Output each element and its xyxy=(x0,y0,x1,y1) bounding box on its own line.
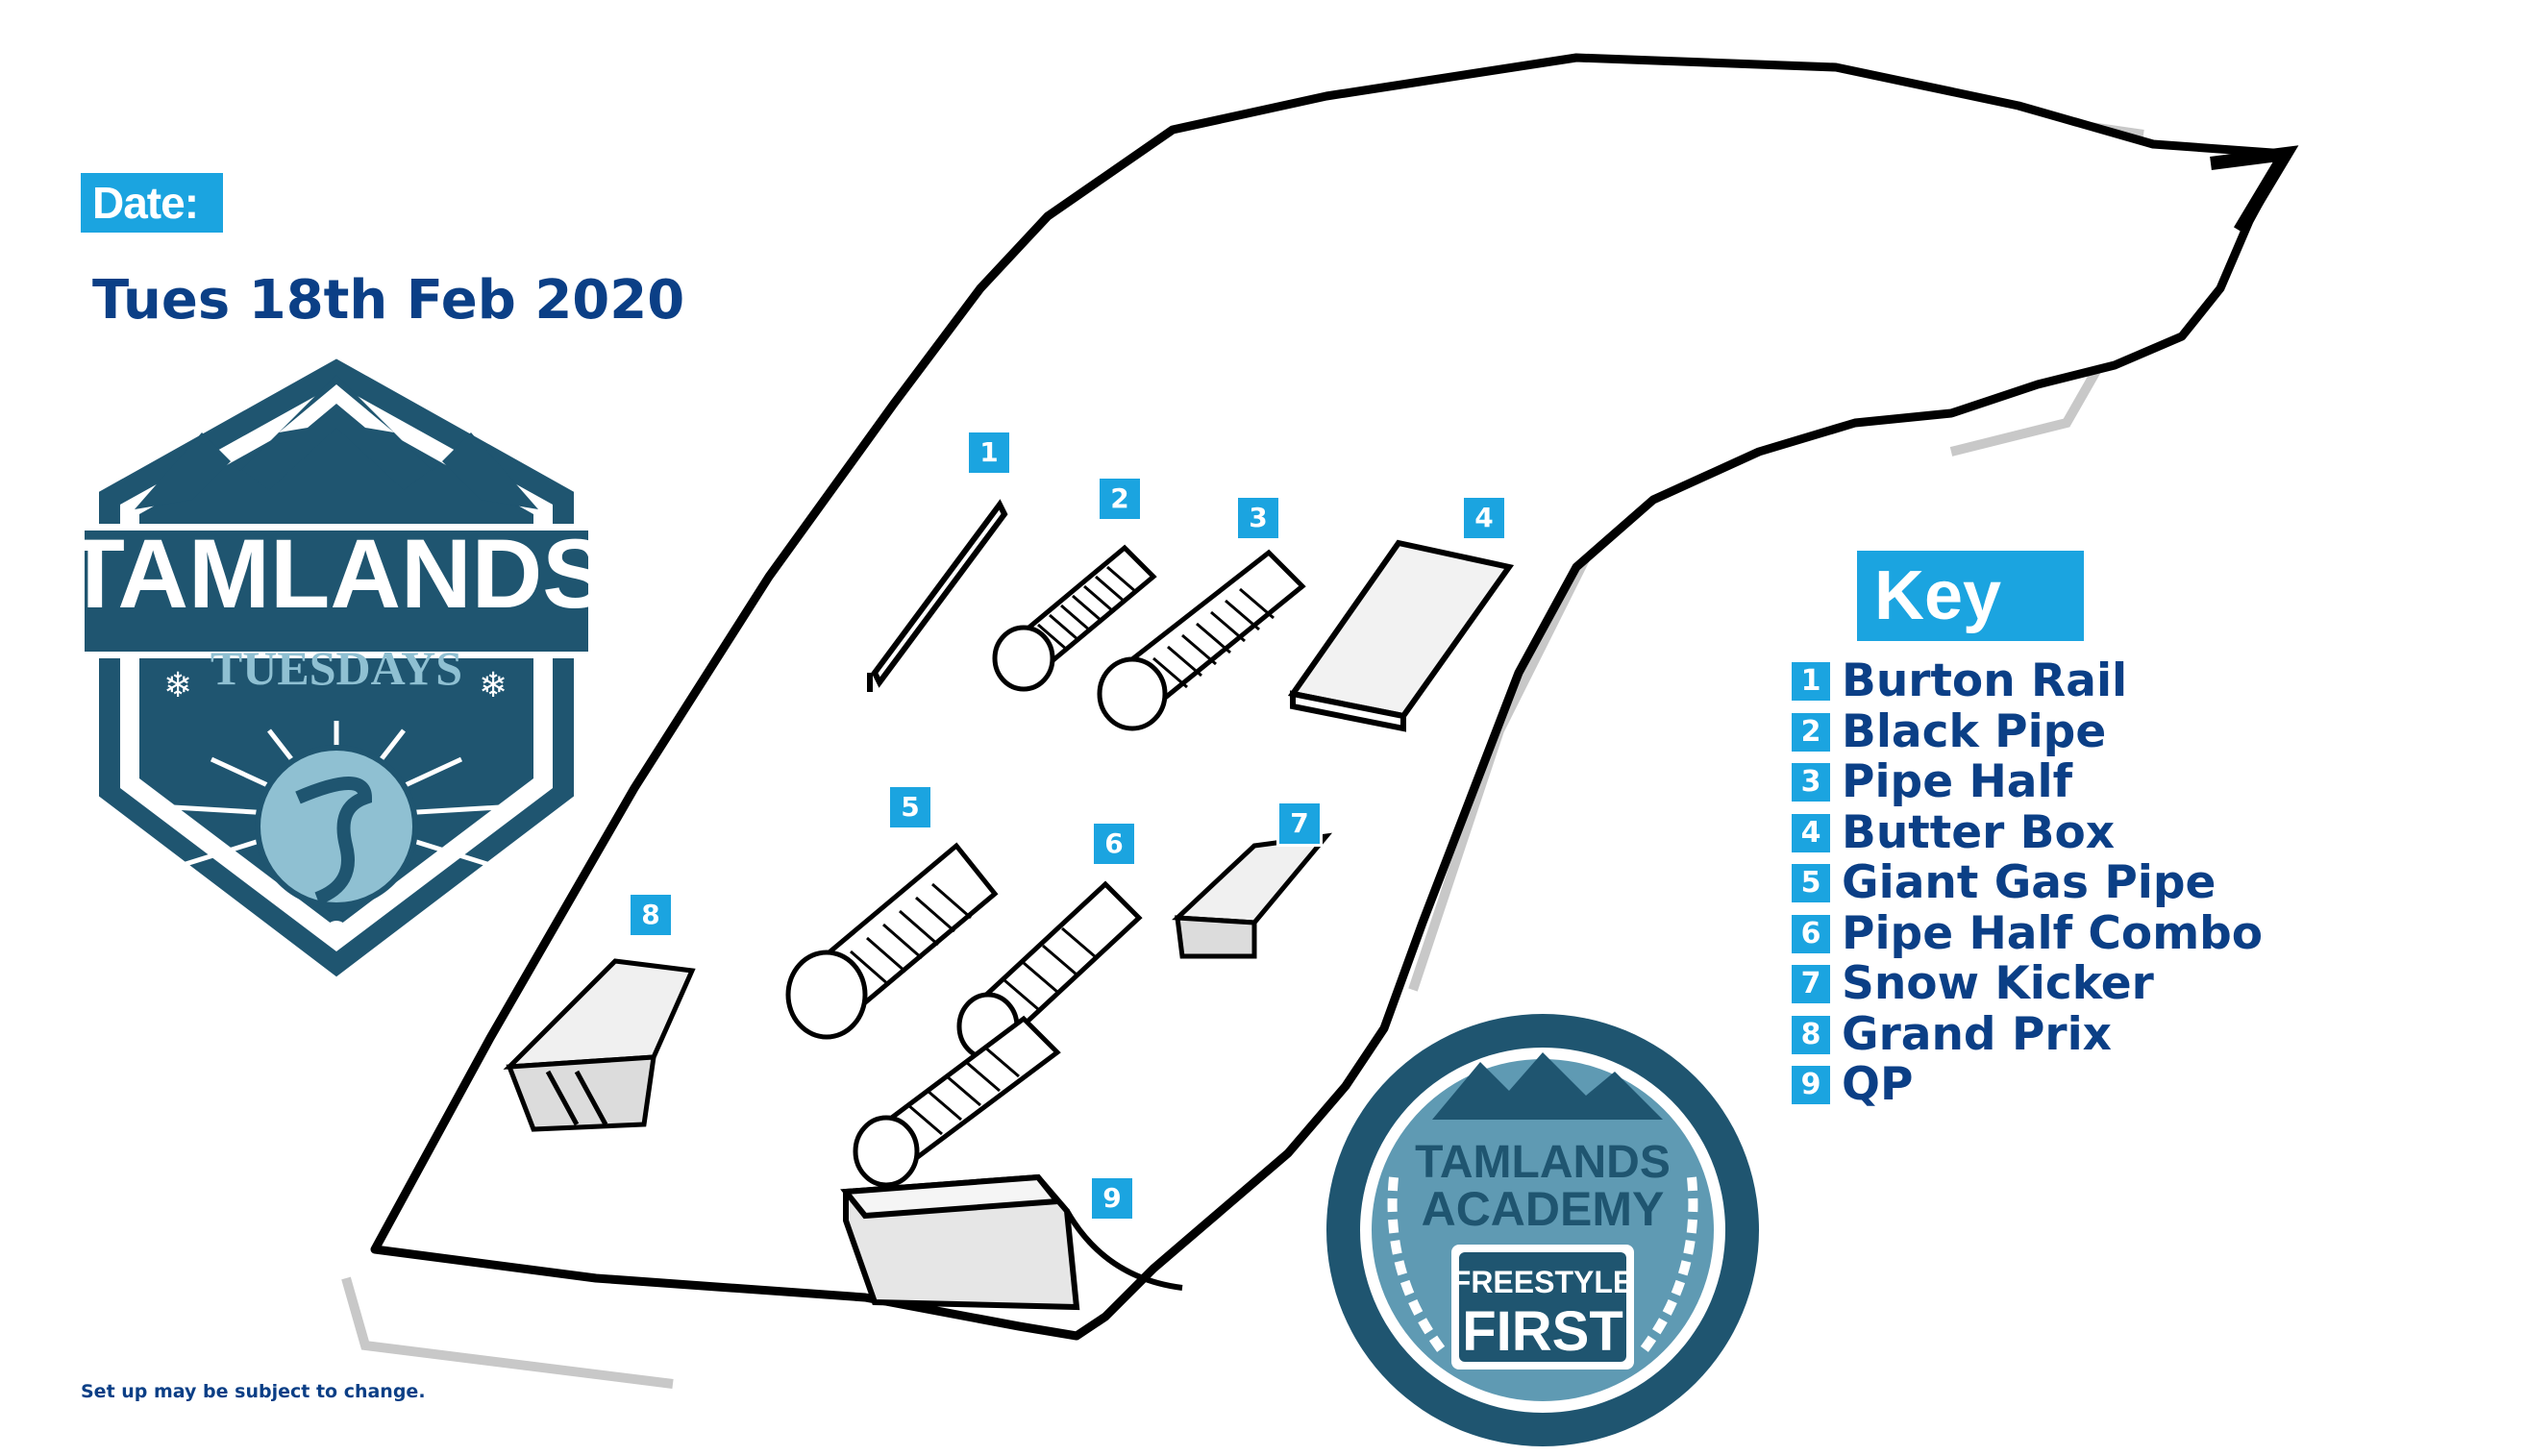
map-marker-3: 3 xyxy=(1235,495,1281,541)
key-label: QP xyxy=(1842,1058,1914,1112)
date-value: Tues 18th Feb 2020 xyxy=(92,269,685,332)
key-label: Snow Kicker xyxy=(1842,957,2154,1011)
key-label: Pipe Half Combo xyxy=(1842,906,2264,960)
map-marker-4: 4 xyxy=(1461,495,1507,541)
key-title: Key xyxy=(1857,551,2084,641)
feature-pipe-half-combo xyxy=(853,880,1143,1188)
key-number: 7 xyxy=(1792,965,1830,1004)
key-item: 9 QP xyxy=(1792,1060,2263,1111)
tamlands-academy-logo: TAMLANDS ACADEMY FREESTYLE FIRST xyxy=(1326,1014,1759,1446)
key-label: Giant Gas Pipe xyxy=(1842,856,2216,910)
feature-burton-rail xyxy=(867,499,1008,692)
map-marker-7: 7 xyxy=(1276,801,1323,847)
key-item: 5 Giant Gas Pipe xyxy=(1792,858,2263,909)
key-item: 4 Butter Box xyxy=(1792,805,2263,859)
key-number: 1 xyxy=(1792,662,1830,702)
key-number: 3 xyxy=(1792,763,1830,802)
key-label: Butter Box xyxy=(1842,805,2116,859)
feature-pipe-half xyxy=(1097,549,1306,731)
academy-logo-line2: ACADEMY xyxy=(1422,1182,1665,1236)
map-marker-8: 8 xyxy=(628,892,674,938)
key-list: 1 Burton Rail 2 Black Pipe 3 Pipe Half 4 But… xyxy=(1792,656,2263,1111)
key-number: 9 xyxy=(1792,1066,1830,1105)
map-marker-9: 9 xyxy=(1089,1175,1135,1222)
snowflake-right-icon: ❄ xyxy=(479,666,508,705)
feature-qp xyxy=(840,1173,1183,1311)
key-number: 6 xyxy=(1792,914,1830,953)
key-item: 1 Burton Rail xyxy=(1792,656,2263,707)
academy-logo-line1: TAMLANDS xyxy=(1415,1137,1671,1188)
key-number: 4 xyxy=(1792,813,1830,852)
map-marker-6: 6 xyxy=(1091,821,1137,867)
laurel-left-icon xyxy=(1387,1176,1447,1353)
key-number: 5 xyxy=(1792,864,1830,903)
key-label: Black Pipe xyxy=(1842,704,2107,758)
slope-edge-accent xyxy=(2210,145,2299,234)
logo-bolt-icon xyxy=(325,921,348,944)
map-marker-2: 2 xyxy=(1097,476,1143,522)
feature-grand-prix xyxy=(503,958,696,1132)
key-label: Pipe Half xyxy=(1842,755,2073,809)
date-label: Date: xyxy=(81,173,223,233)
academy-logo-tag1: FREESTYLE xyxy=(1452,1265,1633,1299)
map-marker-1: 1 xyxy=(966,430,1012,476)
key-item: 6 Pipe Half Combo xyxy=(1792,906,2264,960)
academy-logo-tag2: FIRST xyxy=(1462,1300,1623,1363)
key-number: 2 xyxy=(1792,712,1830,752)
tuesdays-logo-name: TAMLANDS xyxy=(77,519,596,629)
key-number: 8 xyxy=(1792,1015,1830,1054)
laurel-right-icon xyxy=(1639,1176,1698,1353)
tuesdays-logo-subtitle: TUESDAYS xyxy=(210,641,462,695)
key-label: Burton Rail xyxy=(1842,654,2128,708)
key-label: Grand Prix xyxy=(1842,1007,2112,1061)
snowflake-left-icon: ❄ xyxy=(163,666,192,705)
key-item: 8 Grand Prix xyxy=(1792,1007,2263,1061)
key-item: 2 Black Pipe xyxy=(1792,704,2263,758)
tamlands-tuesdays-logo: TAMLANDS TUESDAYS ❄ ❄ xyxy=(77,352,596,984)
feature-black-pipe xyxy=(992,544,1157,692)
disclaimer-text: Set up may be subject to change. xyxy=(81,1381,426,1402)
map-marker-5: 5 xyxy=(887,784,933,830)
key-item: 7 Snow Kicker xyxy=(1792,959,2263,1010)
key-item: 3 Pipe Half xyxy=(1792,757,2263,808)
feature-giant-gas-pipe xyxy=(785,842,999,1040)
feature-butter-box xyxy=(1287,539,1515,732)
